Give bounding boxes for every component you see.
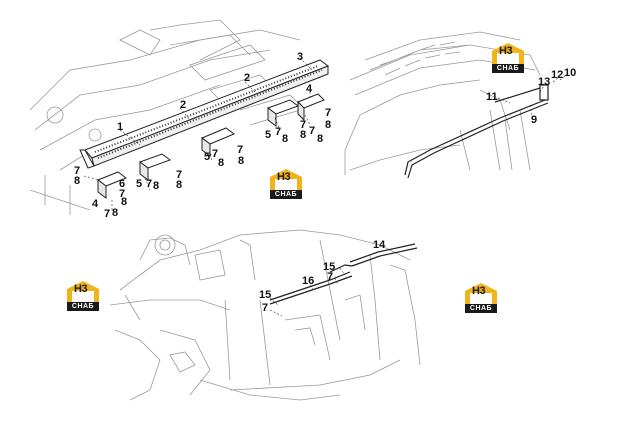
callout-8: 8 xyxy=(238,155,245,167)
callout-4: 4 xyxy=(92,198,99,210)
callout-8: 8 xyxy=(300,129,307,141)
callout-14: 14 xyxy=(373,239,386,251)
callout-7: 7 xyxy=(262,302,269,314)
callout-7: 7 xyxy=(74,165,81,177)
brand-logo: H3 CHAБ xyxy=(65,280,101,312)
callout-13: 13 xyxy=(538,76,551,88)
callout-7: 7 xyxy=(146,178,153,190)
callout-8: 8 xyxy=(121,196,128,208)
callout-7: 7 xyxy=(176,169,183,181)
callout-8: 8 xyxy=(112,207,119,219)
logo-subtext: CHAБ xyxy=(67,302,99,311)
callout-7: 7 xyxy=(104,208,111,220)
callout-16: 16 xyxy=(302,275,315,287)
callout-3: 3 xyxy=(297,51,304,63)
callout-15: 15 xyxy=(259,289,272,301)
callout-8: 8 xyxy=(153,180,160,192)
callout-8: 8 xyxy=(218,157,225,169)
brand-logo: H3 CHAБ xyxy=(268,168,304,200)
house-logo-icon xyxy=(270,169,302,190)
logo-subtext: CHAБ xyxy=(492,64,524,73)
callout-6: 6 xyxy=(119,178,126,190)
callout-8: 8 xyxy=(282,133,289,145)
logo-text: H3 xyxy=(472,285,486,297)
callout-5: 5 xyxy=(136,178,143,190)
callout-8: 8 xyxy=(74,175,81,187)
house-logo-icon xyxy=(492,43,524,64)
house-logo-icon xyxy=(67,281,99,302)
callout-15: 15 xyxy=(323,261,336,273)
callout-7: 7 xyxy=(309,125,316,137)
callout-7: 7 xyxy=(237,144,244,156)
brand-logo: H3 CHAБ xyxy=(463,282,499,314)
logo-text: H3 xyxy=(499,45,513,57)
callout-8: 8 xyxy=(317,133,324,145)
callout-7: 7 xyxy=(275,126,282,138)
callout-5: 5 xyxy=(265,129,272,141)
callout-7: 7 xyxy=(119,188,126,200)
logo-subtext: CHAБ xyxy=(270,190,302,199)
callout-7: 7 xyxy=(300,119,307,131)
callout-2: 2 xyxy=(180,99,187,111)
callout-1: 1 xyxy=(117,121,124,133)
brand-logo: H3 CHAБ xyxy=(490,42,526,74)
logo-subtext: CHAБ xyxy=(465,304,497,313)
callout-8: 8 xyxy=(176,179,183,191)
callout-7: 7 xyxy=(212,148,219,160)
callout-5: 5 xyxy=(204,151,211,163)
callout-8: 8 xyxy=(325,119,332,131)
logo-text: H3 xyxy=(277,171,291,183)
callout-4: 4 xyxy=(306,83,313,95)
callout-2: 2 xyxy=(244,72,251,84)
callout-12: 12 xyxy=(551,69,564,81)
callout-11: 11 xyxy=(486,91,498,103)
callout-7: 7 xyxy=(327,271,334,283)
house-logo-icon xyxy=(465,283,497,304)
callout-7: 7 xyxy=(325,107,332,119)
logo-text: H3 xyxy=(74,283,88,295)
callout-9: 9 xyxy=(531,114,538,126)
callout-10: 10 xyxy=(564,67,577,79)
